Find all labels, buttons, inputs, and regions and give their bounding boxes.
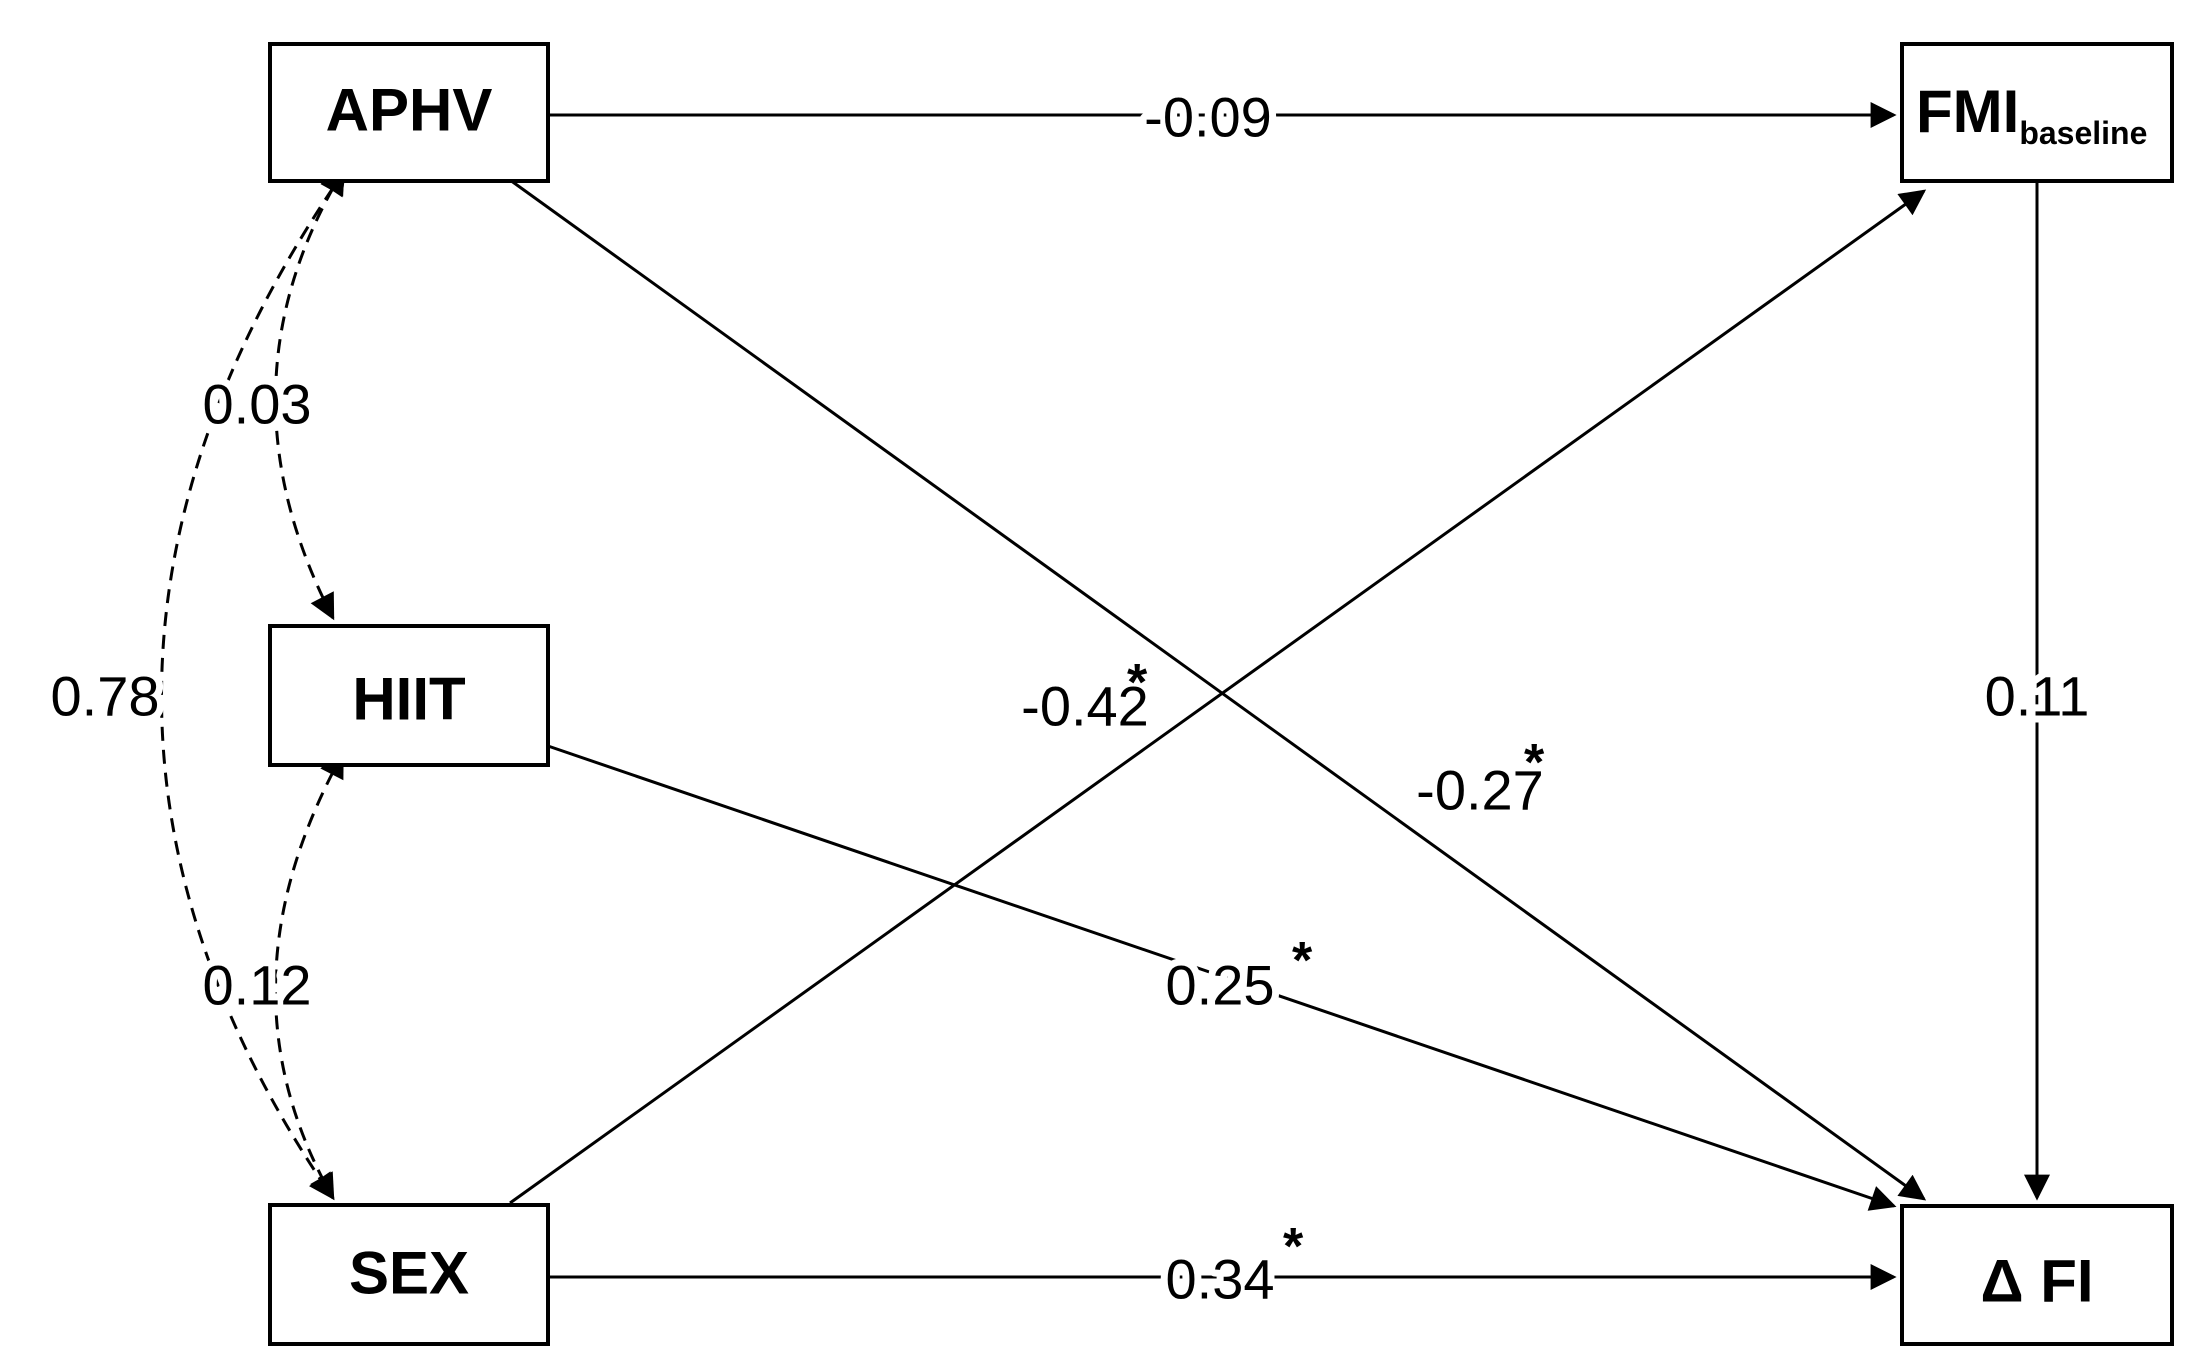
sig-sex-to-delta-fi: * xyxy=(1283,1218,1304,1276)
sig-hiit-to-delta-fi: * xyxy=(1292,932,1313,990)
path-sex-to-fmi xyxy=(509,189,1927,1205)
path-hiit-to-delta-fi xyxy=(547,744,1897,1211)
node-fmi-subscript: baseline xyxy=(2019,115,2147,151)
coef-aphv-sex: 0.78 xyxy=(51,665,160,728)
coef-aphv-hiit: 0.03 xyxy=(203,373,312,436)
node-aphv-label: APHV xyxy=(326,77,493,144)
node-hiit-label: HIIT xyxy=(352,666,465,733)
coef-hiit-sex: 0.12 xyxy=(203,954,312,1017)
node-sex: SEX xyxy=(268,1203,550,1346)
coef-sex-to-delta-fi: 0.34 xyxy=(1166,1248,1275,1311)
node-hiit: HIIT xyxy=(268,624,550,767)
coef-aphv-to-fmi: -0.09 xyxy=(1144,86,1272,149)
node-delta-fi: Δ FI xyxy=(1900,1204,2174,1346)
node-aphv: APHV xyxy=(268,42,550,183)
node-delta-fi-label: Δ FI xyxy=(1980,1248,2093,1315)
coef-sex-to-fmi: -0.42 xyxy=(1021,675,1149,738)
coef-fmi-to-delta-fi: 0.11 xyxy=(1985,665,2090,728)
path-aphv-to-delta-fi xyxy=(509,178,1927,1201)
node-fmi-baseline: FMIbaseline xyxy=(1900,42,2174,183)
sig-aphv-to-delta-fi: * xyxy=(1524,734,1545,792)
coef-aphv-to-delta-fi: -0.27 xyxy=(1416,759,1544,822)
coef-hiit-to-delta-fi: 0.25 xyxy=(1166,954,1275,1017)
node-fmi-main: FMI xyxy=(1916,78,2019,145)
node-fmi-label: FMIbaseline xyxy=(1916,78,2147,151)
sig-sex-to-fmi: * xyxy=(1127,654,1148,712)
node-sex-label: SEX xyxy=(349,1240,469,1307)
correlation-aphv-sex xyxy=(160,168,347,1201)
